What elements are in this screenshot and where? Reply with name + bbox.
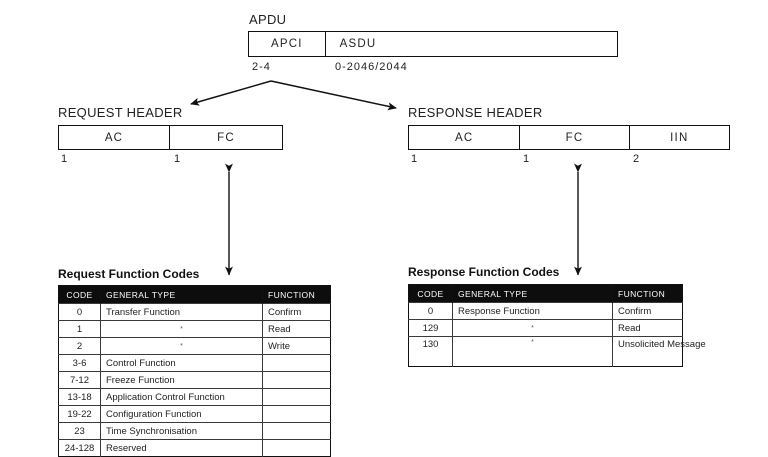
column-header-code: CODE xyxy=(58,285,101,304)
cell-general-type: Configuration Function xyxy=(100,405,263,423)
table-row: 13-18 Application Control Function xyxy=(58,388,331,406)
cell-general-type: Time Synchronisation xyxy=(100,422,263,440)
arrow-apci-to-response-header xyxy=(270,80,397,111)
cell-code: 129 xyxy=(408,319,453,337)
table-row: 0 Response Function Confirm xyxy=(408,302,683,320)
cell-function xyxy=(262,422,331,440)
cell-code: 2 xyxy=(58,337,101,355)
response-function-codes-table: CODE GENERAL TYPE FUNCTION 0 Response Fu… xyxy=(408,284,706,367)
cell-function: Confirm xyxy=(262,303,331,321)
table-row: 130 * Unsolicited Message xyxy=(408,336,706,367)
response-header-size-fc: 1 xyxy=(523,153,531,165)
cell-function xyxy=(262,405,331,423)
cell-function: Read xyxy=(612,319,683,337)
request-header-size-ac: 1 xyxy=(61,153,69,165)
column-header-function: FUNCTION xyxy=(612,284,683,303)
response-header-box: AC FC IIN xyxy=(408,125,730,150)
response-header-cell-fc: FC xyxy=(520,126,630,149)
response-table-title: Response Function Codes xyxy=(408,265,560,279)
request-header-title: REQUEST HEADER xyxy=(58,105,183,120)
response-header-cell-iin: IIN xyxy=(670,131,689,144)
cell-function: Unsolicited Message xyxy=(612,336,706,367)
table-row: 129 * Read xyxy=(408,319,683,337)
column-header-code: CODE xyxy=(408,284,453,303)
cell-code: 13-18 xyxy=(58,388,101,406)
response-header-title: RESPONSE HEADER xyxy=(408,105,543,120)
request-header-size-fc: 1 xyxy=(174,153,182,165)
cell-code: 24-128 xyxy=(58,439,101,457)
table-row: 1 * Read xyxy=(58,320,331,338)
cell-code: 130 xyxy=(408,336,453,367)
cell-code: 1 xyxy=(58,320,101,338)
cell-function: Confirm xyxy=(612,302,683,320)
cell-general-type: * xyxy=(452,336,613,367)
table-row: 24-128 Reserved xyxy=(58,439,331,457)
cell-code: 7-12 xyxy=(58,371,101,389)
cell-code: 3-6 xyxy=(58,354,101,372)
cell-general-type: Application Control Function xyxy=(100,388,263,406)
request-header-box: AC FC xyxy=(58,125,283,150)
cell-general-type: * xyxy=(100,337,263,355)
cell-general-type: * xyxy=(100,320,263,338)
apdu-cell-apci: APCI xyxy=(249,32,326,56)
table-row: 7-12 Freeze Function xyxy=(58,371,331,389)
cell-function xyxy=(262,388,331,406)
apdu-cell-asdu: ASDU xyxy=(339,38,377,50)
response-header-size-iin: 2 xyxy=(633,153,641,165)
response-header-cell-ac: AC xyxy=(409,126,521,149)
column-header-function: FUNCTION xyxy=(262,285,331,304)
apdu-size-asdu: 0-2046/2044 xyxy=(335,61,408,73)
cell-function: Read xyxy=(262,320,331,338)
table-row: 0 Transfer Function Confirm xyxy=(58,303,331,321)
cell-general-type: Control Function xyxy=(100,354,263,372)
table-header-row: CODE GENERAL TYPE FUNCTION xyxy=(58,285,331,304)
arrow-apci-to-request-header xyxy=(190,80,272,106)
cell-general-type: Reserved xyxy=(100,439,263,457)
apdu-title: APDU xyxy=(249,12,287,27)
table-row: 23 Time Synchronisation xyxy=(58,422,331,440)
column-header-general-type: GENERAL TYPE xyxy=(452,284,613,303)
response-header-size-ac: 1 xyxy=(411,153,419,165)
cell-code: 0 xyxy=(408,302,453,320)
table-header-row: CODE GENERAL TYPE FUNCTION xyxy=(408,284,683,303)
cell-function xyxy=(262,354,331,372)
cell-general-type: Transfer Function xyxy=(100,303,263,321)
cell-code: 0 xyxy=(58,303,101,321)
table-row: 2 * Write xyxy=(58,337,331,355)
request-header-cell-ac: AC xyxy=(59,126,171,149)
cell-code: 23 xyxy=(58,422,101,440)
cell-general-type: * xyxy=(452,319,613,337)
table-row: 3-6 Control Function xyxy=(58,354,331,372)
cell-function xyxy=(262,371,331,389)
cell-general-type: Freeze Function xyxy=(100,371,263,389)
request-function-codes-table: CODE GENERAL TYPE FUNCTION 0 Transfer Fu… xyxy=(58,285,331,457)
cell-general-type: Response Function xyxy=(452,302,613,320)
cell-function xyxy=(262,439,331,457)
cell-function: Write xyxy=(262,337,331,355)
cell-code: 19-22 xyxy=(58,405,101,423)
table-row: 19-22 Configuration Function xyxy=(58,405,331,423)
request-table-title: Request Function Codes xyxy=(58,267,200,281)
apdu-size-apci: 2-4 xyxy=(252,61,271,73)
column-header-general-type: GENERAL TYPE xyxy=(100,285,263,304)
request-header-cell-fc: FC xyxy=(217,131,235,144)
apdu-packet-box: APCI ASDU xyxy=(248,31,618,57)
